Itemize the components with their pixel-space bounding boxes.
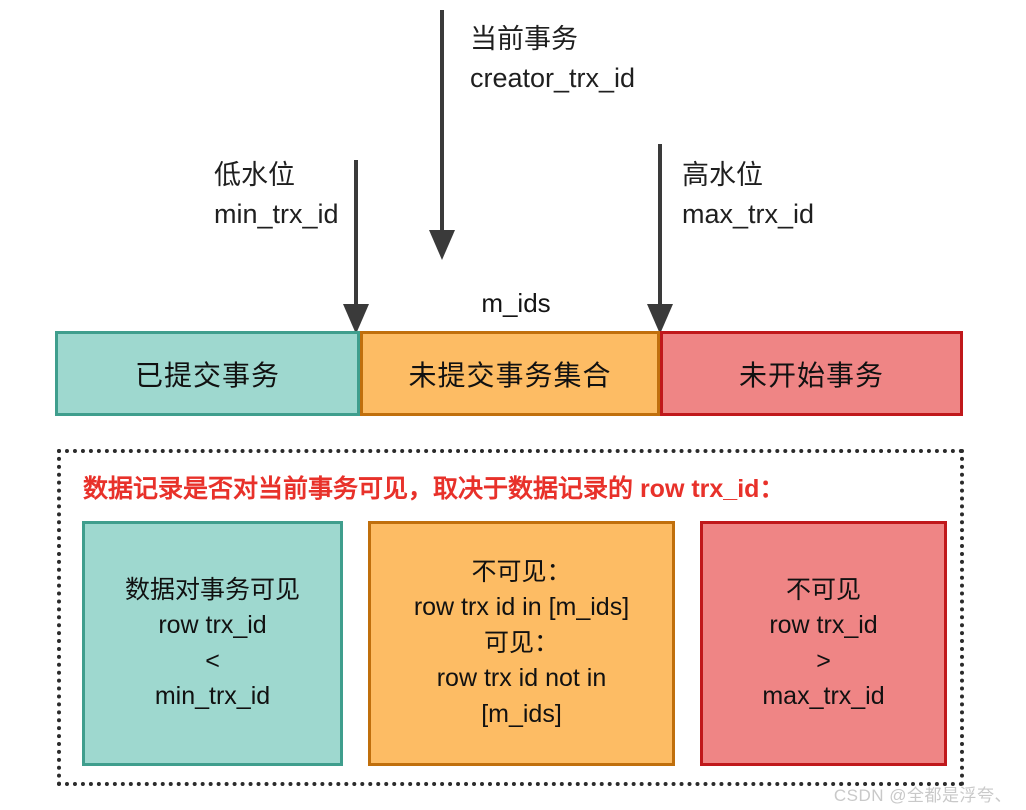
bar-segment-active-label: 未提交事务集合 (408, 359, 612, 391)
rule-card-visible-line-2: row trx_id (158, 611, 267, 639)
rule-card-in-mids-line-1: 不可见： (471, 557, 572, 586)
annotation-creator-trx-line1: 当前事务 (470, 24, 578, 54)
rule-card-in-mids: 不可见： row trx id in [m_ids] 可见： row trx i… (368, 521, 675, 766)
csdn-watermark: CSDN @全都是浮夸、 (833, 786, 1012, 805)
mids-caption: m_ids (0, 288, 1026, 319)
annotation-low-water-mark-line2: min_trx_id (214, 199, 339, 230)
annotation-creator-trx-line2: creator_trx_id (470, 63, 636, 94)
bar-segment-active: 未提交事务集合 (360, 331, 660, 416)
annotation-high-water-mark-line2: max_trx_id (682, 199, 815, 230)
transaction-id-bar: 已提交事务 未提交事务集合 未开始事务 (55, 331, 963, 416)
rule-card-visible-line-1: 数据对事务可见 (124, 575, 300, 604)
rule-card-in-mids-line-4: row trx id not in (436, 664, 607, 693)
rule-card-visible: 数据对事务可见 row trx_id < min_trx_id (82, 521, 343, 766)
rule-card-not-started-line-1: 不可见 (785, 575, 861, 604)
rule-card-visible-line-3: < (205, 646, 220, 675)
rule-card-in-mids-line-3: 可见： (483, 628, 559, 657)
bar-segment-committed-label: 已提交事务 (134, 359, 280, 391)
rule-card-in-mids-line-5: [m_ids] (481, 699, 562, 728)
visibility-rules-cards: 数据对事务可见 row trx_id < min_trx_id 不可见： row… (82, 521, 947, 766)
bar-segment-future: 未开始事务 (660, 331, 963, 416)
bar-segment-future-label: 未开始事务 (738, 359, 884, 391)
annotation-low-water-mark-line1: 低水位 (214, 160, 295, 190)
bar-segment-committed: 已提交事务 (55, 331, 360, 416)
annotation-high-water-mark-line1: 高水位 (682, 160, 763, 190)
annotation-high-water-mark: 高水位 max_trx_id (682, 156, 814, 234)
rule-card-visible-line-4: min_trx_id (154, 682, 271, 710)
rule-card-not-started-line-3: > (816, 646, 831, 675)
rule-card-not-started-line-4: max_trx_id (762, 682, 885, 710)
arrow-creator-trx (429, 10, 455, 260)
rule-card-not-started: 不可见 row trx_id > max_trx_id (700, 521, 947, 766)
rule-card-in-mids-line-2: row trx id in [m_ids] (413, 593, 630, 622)
arrow-low-water-mark (343, 160, 369, 334)
annotation-low-water-mark: 低水位 min_trx_id (214, 156, 339, 234)
rule-card-not-started-line-2: row trx_id (769, 611, 878, 639)
mids-caption-text: m_ids (481, 288, 551, 318)
annotation-creator-trx: 当前事务 creator_trx_id (470, 20, 635, 98)
visibility-rules-title: 数据记录是否对当前事务可见，取决于数据记录的 row trx_id： (83, 475, 785, 503)
visibility-rules-panel: 数据记录是否对当前事务可见，取决于数据记录的 row trx_id： 数据对事务… (57, 449, 964, 786)
arrow-high-water-mark (647, 144, 673, 334)
